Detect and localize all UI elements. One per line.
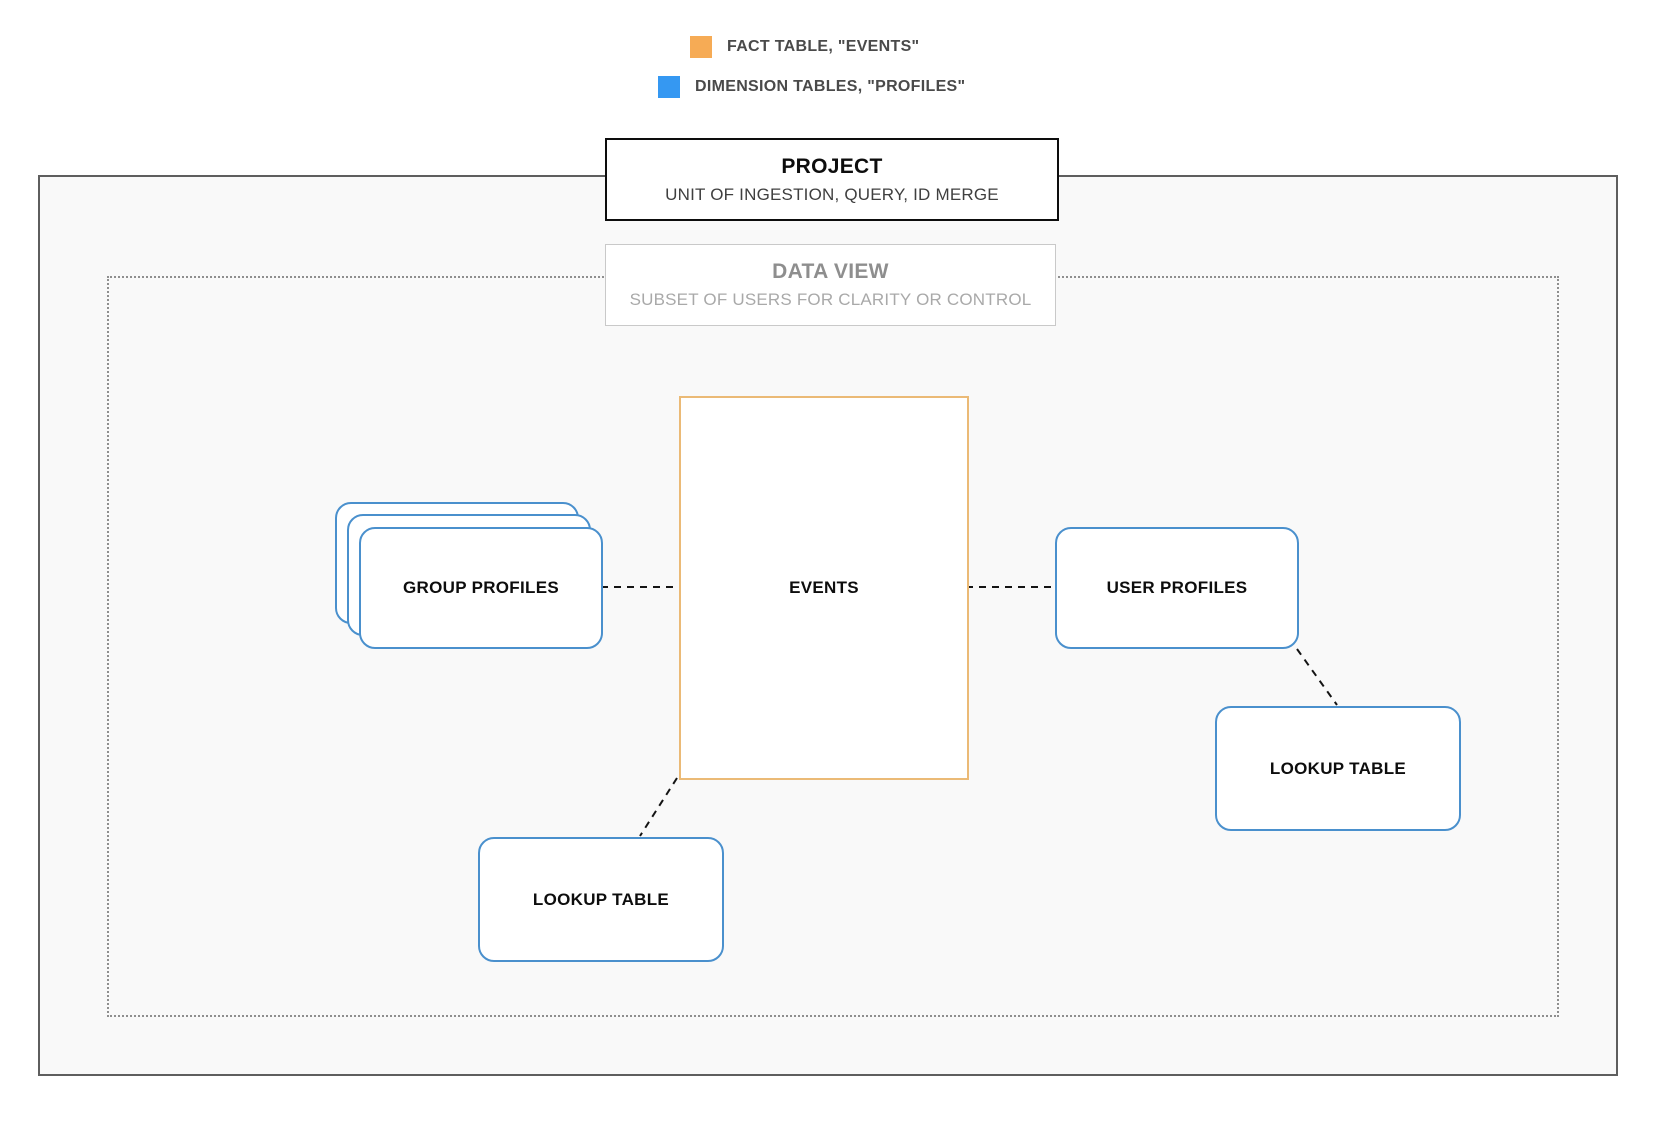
group-profiles-node-label: GROUP PROFILES: [403, 578, 559, 597]
lookup-table-bottom-node: LOOKUP TABLE: [478, 837, 724, 962]
group-profiles-node: GROUP PROFILES: [359, 527, 603, 649]
lookup-table-bottom-node-label: LOOKUP TABLE: [532, 889, 670, 909]
data-view-box: DATA VIEW SUBSET OF USERS FOR CLARITY OR…: [605, 244, 1056, 326]
data-view-title: DATA VIEW: [772, 260, 889, 283]
legend-item-fact-table: FACT TABLE, "EVENTS": [690, 36, 919, 58]
fact-table-swatch-icon: [690, 36, 712, 58]
project-title: PROJECT: [781, 154, 883, 178]
legend-item-dimension-tables: DIMENSION TABLES, "PROFILES": [658, 76, 965, 98]
events-node-label: EVENTS: [789, 578, 859, 597]
events-node: EVENTS: [679, 396, 969, 780]
lookup-table-right-node-label: LOOKUP TABLE: [1269, 758, 1407, 778]
project-box: PROJECT UNIT OF INGESTION, QUERY, ID MER…: [605, 138, 1059, 221]
legend-label-dimension-tables: DIMENSION TABLES, "PROFILES": [695, 78, 966, 95]
legend-label-fact-table: FACT TABLE, "EVENTS": [727, 38, 920, 55]
user-profiles-node-label: USER PROFILES: [1106, 578, 1248, 597]
lookup-table-right-node: LOOKUP TABLE: [1215, 706, 1461, 831]
data-view-subtitle: SUBSET OF USERS FOR CLARITY OR CONTROL: [629, 290, 1032, 309]
user-profiles-node: USER PROFILES: [1055, 527, 1299, 649]
project-subtitle: UNIT OF INGESTION, QUERY, ID MERGE: [665, 184, 999, 204]
dimension-tables-swatch-icon: [658, 76, 680, 98]
